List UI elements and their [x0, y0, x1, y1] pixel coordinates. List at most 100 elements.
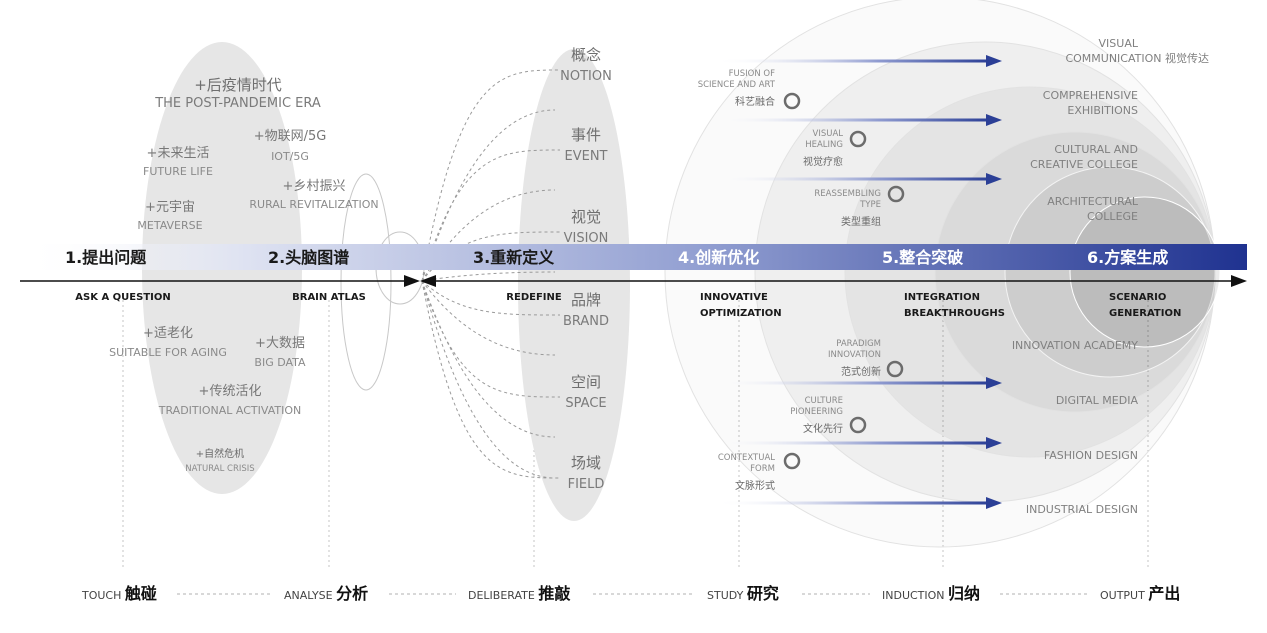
concept-arc [421, 280, 556, 438]
output-arrow [715, 441, 990, 445]
footer-step-zh: 触碰 [124, 584, 157, 603]
outcome-label: COLLEGE [1087, 210, 1138, 223]
concept-zh: 空间 [571, 373, 601, 391]
output-arrow [715, 501, 990, 505]
question-en: SUITABLE FOR AGING [109, 346, 227, 359]
concept-en: NOTION [560, 69, 612, 84]
arrow-head [986, 114, 1002, 126]
phase-title-6: 6.方案生成 [1087, 248, 1168, 267]
concept-en: FIELD [568, 477, 605, 492]
concept-arc [421, 280, 561, 316]
ring-icon [886, 360, 904, 378]
concept-ellipse [518, 49, 630, 521]
footer-steps: TOUCH 触碰 ANALYSE 分析 DELIBERATE 推敲 STUDY 研究 I… [81, 584, 1180, 603]
question-zh: +乡村振兴 [283, 179, 346, 194]
arrow-head [986, 377, 1002, 389]
outcome-label: VISUAL [1099, 37, 1139, 50]
concept-zh: 视觉 [571, 208, 601, 226]
question-en: RURAL REVITALIZATION [249, 198, 378, 211]
question-zh: +传统活化 [199, 384, 262, 399]
arrow-head [986, 437, 1002, 449]
question-en: THE POST-PANDEMIC ERA [154, 96, 321, 111]
innovation-en: PIONEERING [790, 407, 843, 417]
phase-subtitle-1: ASK A QUESTION [75, 292, 170, 303]
ring-icon [849, 416, 867, 434]
main-axis [20, 275, 1247, 287]
innovation-en: FUSION OF [729, 69, 775, 79]
innovation-en: TYPE [859, 200, 881, 210]
footer-step-zh: 归纳 [948, 584, 980, 603]
phase-title-1: 1.提出问题 [65, 248, 147, 267]
outcome-label: INNOVATION ACADEMY [1012, 339, 1138, 352]
innovation-en: VISUAL [813, 129, 844, 139]
footer-step-en: DELIBERATE [468, 589, 538, 602]
footer-step-en: INDUCTION [882, 589, 948, 602]
output-arrow [715, 118, 990, 122]
question-en: FUTURE LIFE [143, 165, 213, 178]
innovation-zh: 文脉形式 [735, 479, 775, 492]
concept-zh: 概念 [571, 46, 601, 64]
concept-labels: 概念NOTION事件EVENT视觉VISION品牌BRAND空间SPACE场域F… [560, 46, 612, 492]
footer-step: OUTPUT 产出 [1100, 584, 1180, 603]
innovation-en: SCIENCE AND ART [698, 80, 776, 90]
phase-title-3: 3.重新定义 [473, 248, 554, 267]
arrow-head [986, 55, 1002, 67]
output-arrow [715, 381, 990, 385]
phase-subtitle-3: REDEFINE [506, 292, 562, 303]
footer-step-zh: 推敲 [538, 584, 571, 603]
phase-subtitle-4: INNOVATIVE [700, 292, 768, 303]
question-en: BIG DATA [254, 356, 306, 369]
footer-step: TOUCH 触碰 [81, 584, 157, 603]
question-zh: +后疫情时代 [194, 76, 282, 94]
ring-icon [783, 92, 801, 110]
footer-step-zh: 产出 [1148, 584, 1180, 603]
ring-icon [783, 452, 801, 470]
outcome-label: ARCHITECTURAL [1047, 195, 1139, 208]
output-arrows [715, 55, 1002, 509]
footer-step: STUDY 研究 [707, 584, 779, 603]
outcome-label: DIGITAL MEDIA [1056, 394, 1139, 407]
concept-zh: 场域 [571, 454, 601, 472]
footer-step-en: TOUCH [81, 589, 125, 602]
innovation-zh: 类型重组 [841, 215, 881, 228]
footer-step-en: ANALYSE [284, 589, 336, 602]
concept-arc [421, 109, 556, 282]
concept-arc [421, 280, 556, 479]
question-en: IOT/5G [271, 150, 309, 163]
innovation-en: CONTEXTUAL [718, 453, 775, 463]
footer-step-en: STUDY [707, 589, 747, 602]
question-en: METAVERSE [137, 219, 202, 232]
phase-subtitle-4: OPTIMIZATION [700, 308, 782, 319]
concept-en: VISION [564, 231, 609, 246]
concept-en: EVENT [565, 149, 608, 164]
question-zh: +元宇宙 [145, 200, 195, 215]
question-zh: +未来生活 [147, 146, 210, 161]
innovation-en: INNOVATION [828, 350, 881, 360]
innovation-en: FORM [750, 464, 775, 474]
footer-step-zh: 研究 [747, 584, 779, 603]
phase-subtitle-6: GENERATION [1109, 308, 1181, 319]
phase-band [20, 244, 1247, 270]
concept-zh: 事件 [571, 126, 601, 144]
innovation-zh: 科艺融合 [735, 95, 775, 108]
outcome-label: CREATIVE COLLEGE [1030, 158, 1138, 171]
concept-en: BRAND [563, 314, 609, 329]
question-en: TRADITIONAL ACTIVATION [158, 404, 301, 417]
ring-icon [887, 185, 905, 203]
outcome-label: EXHIBITIONS [1067, 104, 1138, 117]
outcome-label: CULTURAL AND [1054, 143, 1138, 156]
innovation-en: REASSEMBLING [814, 189, 881, 199]
concept-arc [421, 280, 556, 356]
question-zh: +大数据 [255, 336, 305, 351]
question-zh: +物联网/5G [254, 129, 327, 144]
output-arrow [715, 59, 990, 63]
outcome-label: FASHION DESIGN [1044, 449, 1138, 462]
footer-step: ANALYSE 分析 [284, 584, 368, 603]
concept-arc [421, 69, 561, 282]
phase-subtitle-5: INTEGRATION [904, 292, 980, 303]
innovation-en: PARADIGM [836, 339, 881, 349]
